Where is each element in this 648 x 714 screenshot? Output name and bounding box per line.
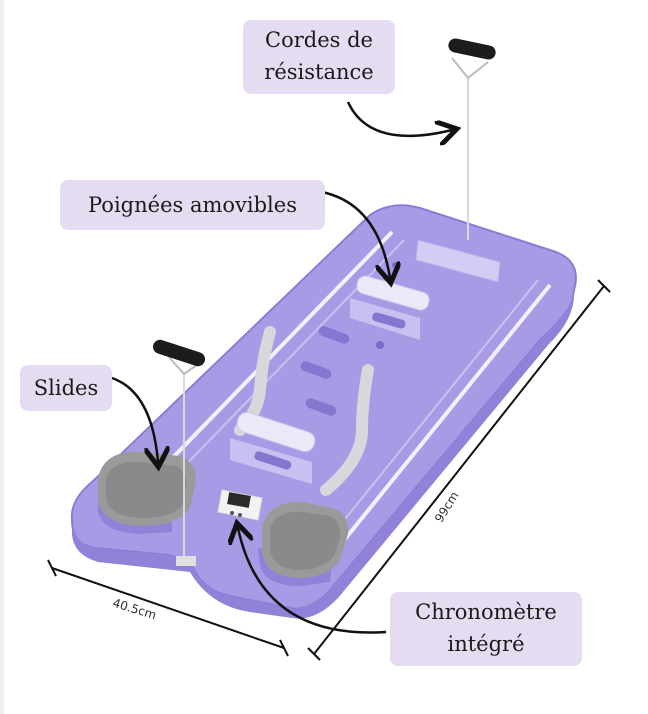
resistance-cord-bottom	[152, 339, 206, 566]
label-timer-line2: intégré	[447, 632, 525, 656]
resistance-cord-top	[448, 38, 496, 240]
top-support	[415, 239, 501, 283]
slide-pad-right	[258, 501, 349, 586]
label-resistance-cords-line2: résistance	[264, 60, 374, 84]
rail-right	[314, 283, 552, 577]
dimension-length-line	[307, 279, 611, 661]
timer-device	[217, 489, 263, 521]
label-slides-text: Slides	[33, 376, 99, 400]
slot	[305, 398, 337, 416]
slot	[318, 326, 350, 344]
label-resistance-cords-line1: Cordes de	[265, 28, 373, 52]
arrow-slides	[111, 376, 158, 462]
arrow-poignees	[321, 190, 390, 278]
label-removable-handles-text: Poignées amovibles	[88, 193, 297, 217]
label-removable-handles: Poignées amovibles	[60, 180, 325, 230]
peg-hole	[392, 262, 398, 268]
arrow-chrono	[238, 528, 387, 634]
left-edge-line	[0, 0, 4, 714]
push-up-handle-bottom	[230, 411, 316, 484]
side-bar-right	[320, 364, 374, 496]
pilates-board	[70, 38, 577, 619]
peg-hole	[376, 341, 384, 349]
label-resistance-cords: Cordes de résistance	[243, 20, 395, 94]
arrow-cordes	[346, 101, 452, 136]
label-timer-line1: Chronomètre	[415, 600, 557, 624]
dimension-width-line	[47, 559, 289, 657]
slot	[300, 361, 332, 379]
label-timer: Chronomètre intégré	[390, 592, 582, 666]
label-slides: Slides	[20, 365, 112, 411]
slide-pad-left	[98, 451, 196, 534]
